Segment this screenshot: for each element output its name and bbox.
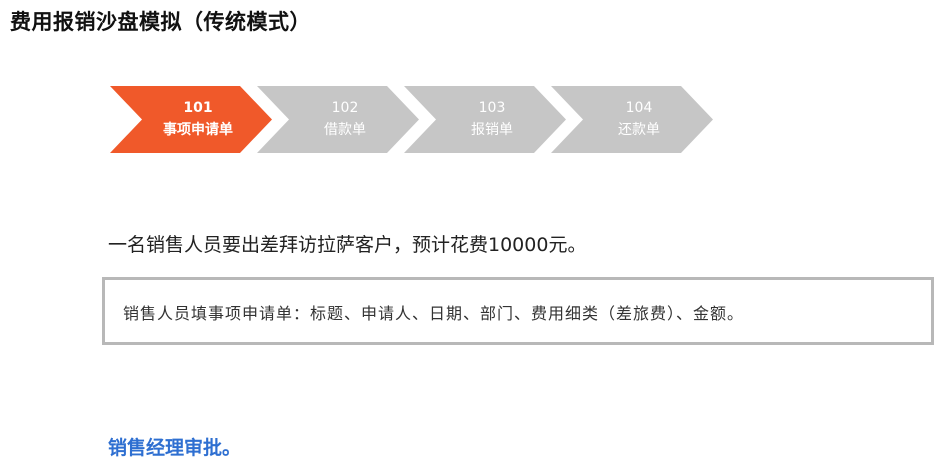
step-number: 101 [183,99,213,116]
step-102-loan-form[interactable]: 102 借款单 [257,86,419,153]
step-101-request-form[interactable]: 101 事项申请单 [110,86,272,153]
step-arrow-fill [110,86,272,153]
step-arrow-fill [257,86,419,153]
step-label: 借款单 [324,121,366,138]
step-arrow-shape [257,86,419,153]
step-arrow-fill [404,86,566,153]
step-number: 102 [331,99,359,116]
step-arrow-shape [404,86,566,153]
scenario-statement: 一名销售人员要出差拜访拉萨客户，预计花费10000元。 [108,234,587,256]
approval-text: 销售经理审批。 [108,437,242,459]
page-title: 费用报销沙盘模拟（传统模式） [10,10,311,34]
step-arrow-fill [551,86,713,153]
step-number: 103 [478,99,506,116]
step-103-reimbursement-form[interactable]: 103 报销单 [404,86,566,153]
step-label: 还款单 [618,121,660,138]
step-104-repayment-form[interactable]: 104 还款单 [551,86,713,153]
instruction-box: 销售人员填事项申请单：标题、申请人、日期、部门、费用细类（差旅费）、金额。 [102,277,934,345]
step-arrow-shape [551,86,713,153]
process-steps: 101 事项申请单 102 借款单 103 报销单 104 还款单 [110,86,720,153]
step-label: 事项申请单 [163,121,233,138]
step-arrow-shape [110,86,272,153]
step-number: 104 [625,99,653,116]
instruction-text: 销售人员填事项申请单：标题、申请人、日期、部门、费用细类（差旅费）、金额。 [123,304,745,323]
step-label: 报销单 [471,121,513,138]
